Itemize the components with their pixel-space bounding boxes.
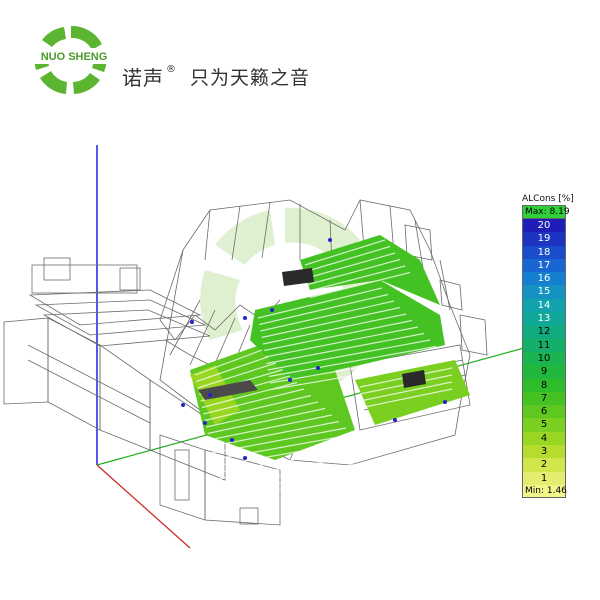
seat-row-line [304, 239, 386, 266]
registered-mark: ® [166, 63, 176, 75]
legend-scale-row: 10 [523, 351, 565, 366]
legend-scale-row: 5 [523, 418, 565, 432]
seat-row-line [268, 345, 437, 378]
seat-row-line [208, 414, 333, 441]
seat-row-line [203, 388, 305, 415]
seat-row-line [271, 358, 449, 391]
speaker-marker [208, 393, 212, 397]
legend-scale-row: 4 [523, 431, 565, 446]
nuosheng-logo: NUO SHENG [34, 25, 114, 94]
mid-tier-region [250, 280, 445, 380]
seat-row-line [201, 381, 298, 409]
legend-scale-row: 3 [523, 445, 565, 459]
brand-slogan: 只为天籁之音 [190, 66, 311, 89]
seat-row-line [218, 459, 382, 487]
legend-scale-row: 17 [523, 258, 565, 273]
legend-scale-row: 19 [523, 232, 565, 246]
legend-title: ALCons [%] [522, 194, 574, 204]
seat-row-line [196, 355, 270, 383]
rear-region [355, 360, 470, 425]
speaker-marker [181, 403, 185, 407]
seat-row-line [307, 258, 401, 286]
seat-row-line [204, 394, 312, 422]
seat-row-line [306, 252, 396, 279]
legend-scale-row: 16 [523, 272, 565, 286]
legend-max-label: Max: 8.19 [522, 205, 570, 219]
seat-row-line [269, 352, 443, 384]
seat-row-line [213, 433, 354, 461]
seat-row-line [194, 349, 263, 376]
seat-coverage [190, 235, 470, 460]
speaker-marker [270, 308, 274, 312]
speaker-markers [181, 238, 447, 460]
legend-scale-row: 13 [523, 312, 565, 326]
seat-row-line [197, 362, 277, 389]
speaker-marker [316, 366, 320, 370]
seat-row-line [210, 420, 340, 448]
seat-row-line [211, 427, 347, 454]
seat-row-line [263, 319, 413, 352]
brand-name: 诺声 [122, 65, 164, 90]
seat-row-line [265, 326, 419, 358]
seat-row-line [266, 332, 425, 365]
legend-scale-row: 14 [523, 298, 565, 313]
legend-scale-row: 18 [523, 245, 565, 259]
speaker-marker [443, 400, 447, 404]
seat-row-line [220, 466, 389, 493]
speaker-marker [203, 421, 207, 425]
seat-row-line [207, 407, 326, 435]
seat-row-line [262, 313, 407, 345]
speaker-marker [393, 418, 397, 422]
seat-row-line [309, 271, 411, 299]
seat-row-line [215, 446, 368, 474]
legend-min-label: Min: 1.46 [522, 484, 567, 498]
seat-row-line [206, 401, 319, 428]
seat-row-line [214, 440, 361, 467]
logo-text: NUO SHENG [41, 51, 108, 63]
speaker-marker [190, 320, 194, 324]
seat-row-line [221, 472, 396, 500]
speaker-marker [243, 456, 247, 460]
seat-row-line [257, 287, 383, 319]
speaker-marker [230, 438, 234, 442]
legend-scale-row: 1 [523, 471, 565, 485]
legend-scale-row: 15 [523, 285, 565, 299]
legend-scale-row: 9 [523, 365, 565, 379]
brand-tagline: 诺声 ® 只为天籁之音 [122, 62, 310, 90]
seat-row-line [305, 245, 391, 273]
seat-row-line [267, 339, 431, 371]
x-axis [96, 464, 191, 549]
annex-wireframe [3, 257, 281, 526]
simulation-viewport[interactable] [0, 140, 600, 580]
seat-row-line [359, 381, 453, 402]
legend-scale-row: 12 [523, 325, 565, 339]
speaker-marker [243, 316, 247, 320]
seat-row-line [259, 293, 389, 326]
seat-row-line [217, 453, 375, 480]
legend-scale-row: 7 [523, 391, 565, 406]
speaker-marker [328, 238, 332, 242]
seat-row-line [261, 306, 401, 339]
seat-rows [194, 239, 453, 500]
legend-scale-row: 2 [523, 458, 565, 472]
stage-elements [198, 268, 426, 400]
legend-scale-row: 11 [523, 338, 565, 352]
legend-scale-row: 6 [523, 405, 565, 419]
seat-row-line [308, 265, 406, 292]
legend-scale-row: 20 [523, 219, 565, 233]
balcony-region [300, 235, 440, 305]
seat-row-line [359, 388, 453, 409]
speaker-marker [288, 378, 292, 382]
seat-row-line [260, 300, 395, 332]
legend-scale-row: 8 [523, 378, 565, 392]
